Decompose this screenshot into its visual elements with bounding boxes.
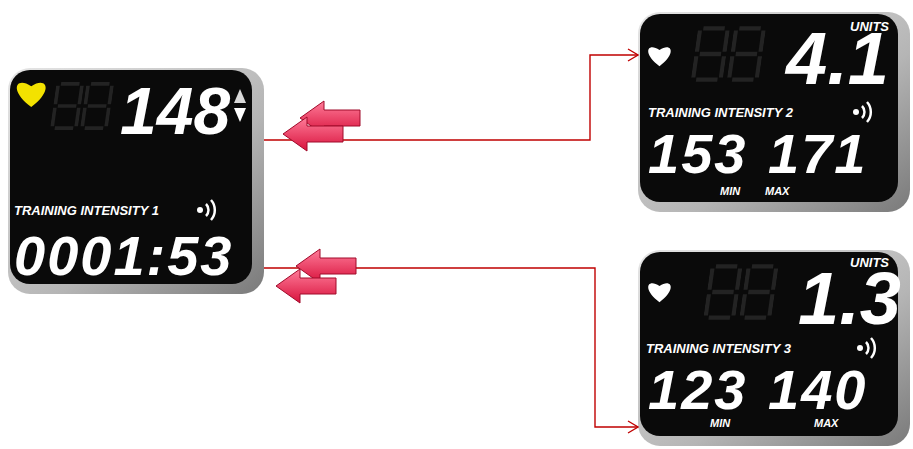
lcd-label: MAX — [814, 418, 838, 429]
signal-icon — [197, 200, 215, 220]
heart-icon — [648, 47, 671, 66]
up-triangle — [234, 89, 246, 103]
heart-icon — [648, 283, 671, 302]
lcd-display: 148TRAINING INTENSITY 1 0001:53 — [8, 68, 264, 294]
lcd-label: TRAINING INTENSITY 2 — [648, 106, 793, 119]
lcd-digits: 4.1 — [786, 22, 889, 96]
lcd-label: TRAINING INTENSITY 1 — [14, 204, 159, 217]
down-triangle — [234, 108, 246, 122]
lcd-display: UNITS1.3TRAINING INTENSITY 3123140MINMAX — [638, 250, 910, 446]
signal-icon — [853, 102, 871, 122]
lcd-label: MAX — [765, 186, 789, 197]
press-arrow — [276, 269, 336, 303]
lcd-label: TRAINING INTENSITY 3 — [646, 342, 791, 355]
signal-icon — [857, 338, 875, 358]
ghost-digits — [50, 82, 114, 130]
lcd-digits: 171 — [768, 126, 867, 182]
lcd-digits: 123 — [648, 362, 747, 418]
lcd-digits: 1.3 — [798, 262, 901, 336]
heart-icon — [17, 83, 46, 107]
lcd-face — [640, 14, 898, 202]
lcd-display: UNITS4.1TRAINING INTENSITY 2153171MINMAX — [638, 12, 910, 212]
lcd-face — [10, 70, 252, 284]
connector-line — [264, 268, 638, 427]
device-bevel — [638, 250, 910, 446]
device-bevel — [8, 68, 264, 294]
lcd-digits: 0001:53 — [14, 228, 234, 284]
lcd-digits: 140 — [768, 362, 867, 418]
press-arrow — [283, 117, 343, 151]
ghost-digits — [691, 26, 767, 81]
lcd-label: MIN — [710, 418, 730, 429]
device-bevel — [638, 12, 910, 212]
lcd-label: MIN — [720, 186, 740, 197]
lcd-digits: 153 — [648, 126, 747, 182]
ghost-digits — [703, 264, 779, 319]
lcd-digits: 148 — [120, 78, 230, 144]
